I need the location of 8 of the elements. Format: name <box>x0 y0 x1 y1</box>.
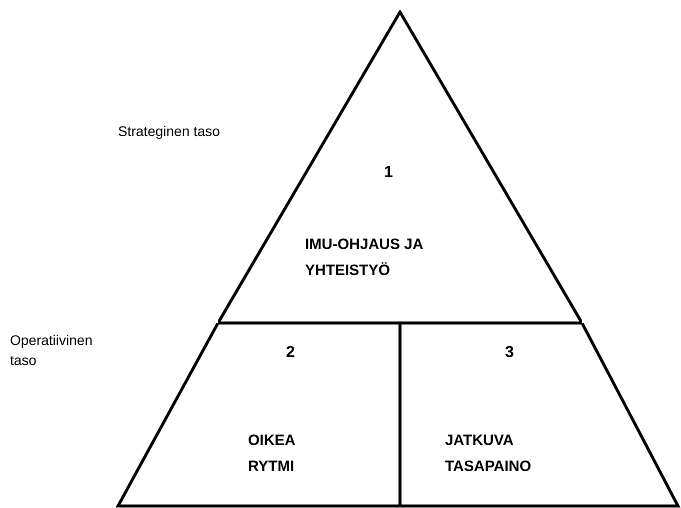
section-number: 3 <box>505 345 514 361</box>
section-title: JATKUVA TASAPAINO <box>445 431 532 477</box>
section-title: OIKEA RYTMI <box>248 431 296 477</box>
level-label: Strateginen taso <box>118 122 221 141</box>
section-number: 2 <box>286 345 295 361</box>
section-title: IMU-OHJAUS JA YHTEISTYÖ <box>305 235 424 281</box>
section-number: 1 <box>384 165 393 181</box>
level-label: Operatiivinen taso <box>10 331 94 370</box>
